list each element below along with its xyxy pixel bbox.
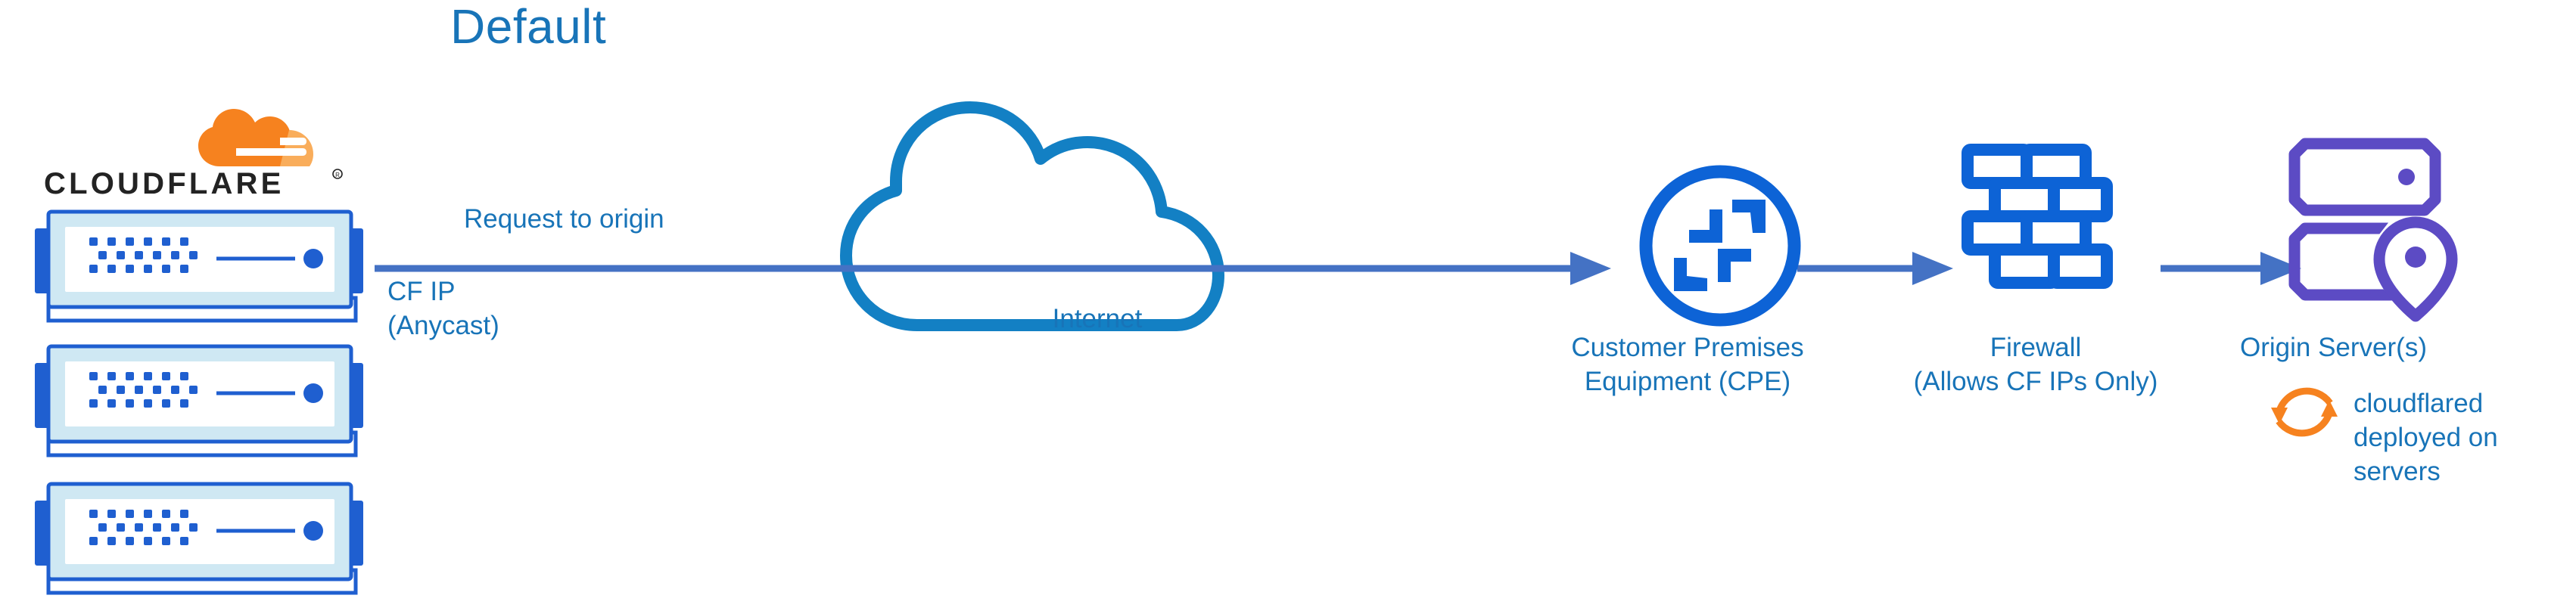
edge-server-unit <box>35 209 363 323</box>
arrow-firewall-to-origin <box>2161 252 2301 285</box>
origin-server-label: Origin Server(s) <box>2240 333 2427 362</box>
internet-label: Internet <box>1052 304 1143 333</box>
sync-arrows-icon <box>2271 387 2338 437</box>
svg-text:CLOUDFLARE: CLOUDFLARE <box>44 167 285 200</box>
server-pin-icon <box>2288 138 2458 322</box>
request-to-origin-label: Request to origin <box>464 204 664 234</box>
cloudflare-wordmark: CLOUDFLARE R <box>44 167 343 200</box>
router-icon <box>1639 165 1801 327</box>
cf-ip-anycast-label: CF IP (Anycast) <box>387 277 499 340</box>
arrow-cpe-to-firewall <box>1797 252 1953 285</box>
cpe-label: Customer Premises Equipment (CPE) <box>1571 333 1804 396</box>
cloudflare-cloud-mark <box>198 109 313 166</box>
cloudflared-note-label: cloudflared deployed on servers <box>2354 389 2498 486</box>
page-title: Default <box>450 0 607 54</box>
svg-text:R: R <box>335 172 340 178</box>
edge-server-unit <box>35 482 363 595</box>
cloudflare-logo: CLOUDFLARE R <box>38 107 343 206</box>
arrow-edge-to-cpe <box>375 252 1611 285</box>
brick-wall-icon <box>1962 144 2113 289</box>
edge-server-unit <box>35 344 363 457</box>
firewall-label: Firewall (Allows CF IPs Only) <box>1913 333 2158 396</box>
